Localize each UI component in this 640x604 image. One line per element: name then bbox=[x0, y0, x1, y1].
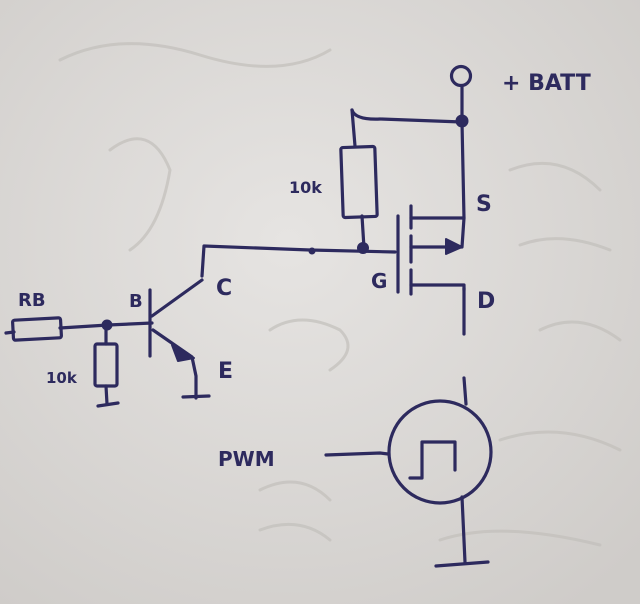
motor-circle bbox=[387, 399, 493, 505]
wire-ink-blot bbox=[308, 247, 316, 255]
ground-motor bbox=[434, 560, 490, 568]
wire-source-vertical bbox=[460, 120, 466, 220]
junction-gate-node bbox=[357, 242, 369, 254]
label-collector: C bbox=[216, 276, 232, 301]
label-pwm: PWM bbox=[218, 447, 275, 471]
battery-terminal bbox=[449, 64, 473, 88]
wire-pullup-top-lead bbox=[350, 108, 357, 148]
label-drain: D bbox=[477, 289, 495, 314]
label-gate: G bbox=[371, 269, 387, 293]
wire-pwm-to-motor bbox=[324, 451, 390, 457]
wire-drain-to-motor bbox=[462, 286, 468, 406]
label-supply: + BATT bbox=[502, 71, 591, 96]
wire-base-pulldown-bottom bbox=[104, 384, 109, 406]
label-base: B bbox=[129, 291, 143, 312]
paper-bleed-through bbox=[58, 42, 622, 547]
label-base-pulldown: 10k bbox=[46, 369, 78, 387]
label-emitter: E bbox=[218, 359, 233, 384]
mosfet-drain-lead bbox=[409, 283, 466, 292]
junction-batt-node bbox=[455, 114, 469, 128]
wire-collector-to-gate bbox=[200, 244, 397, 278]
resistor-gate-pullup bbox=[339, 144, 379, 220]
npn-emitter-arrow bbox=[171, 344, 195, 362]
pwm-pulse-icon bbox=[408, 440, 457, 480]
wire-motor-to-ground bbox=[460, 495, 467, 564]
npn-collector-lead bbox=[150, 278, 204, 318]
labels: + BATT RB 10k 10k B C E G S D PWM bbox=[18, 71, 591, 471]
ground-base-pulldown bbox=[96, 401, 120, 408]
npn-emitter-lead bbox=[151, 328, 198, 400]
mosfet bbox=[396, 204, 466, 296]
mosfet-body-arrow bbox=[445, 238, 463, 255]
junction-dots bbox=[101, 114, 469, 331]
resistor-rb bbox=[11, 316, 63, 342]
pwm-load bbox=[387, 399, 493, 505]
label-gate-pullup: 10k bbox=[289, 178, 322, 197]
label-rb: RB bbox=[18, 290, 46, 311]
label-source: S bbox=[476, 192, 492, 217]
resistor-base-pulldown bbox=[93, 342, 119, 388]
npn-transistor bbox=[148, 278, 204, 400]
junction-base-node bbox=[101, 319, 113, 331]
